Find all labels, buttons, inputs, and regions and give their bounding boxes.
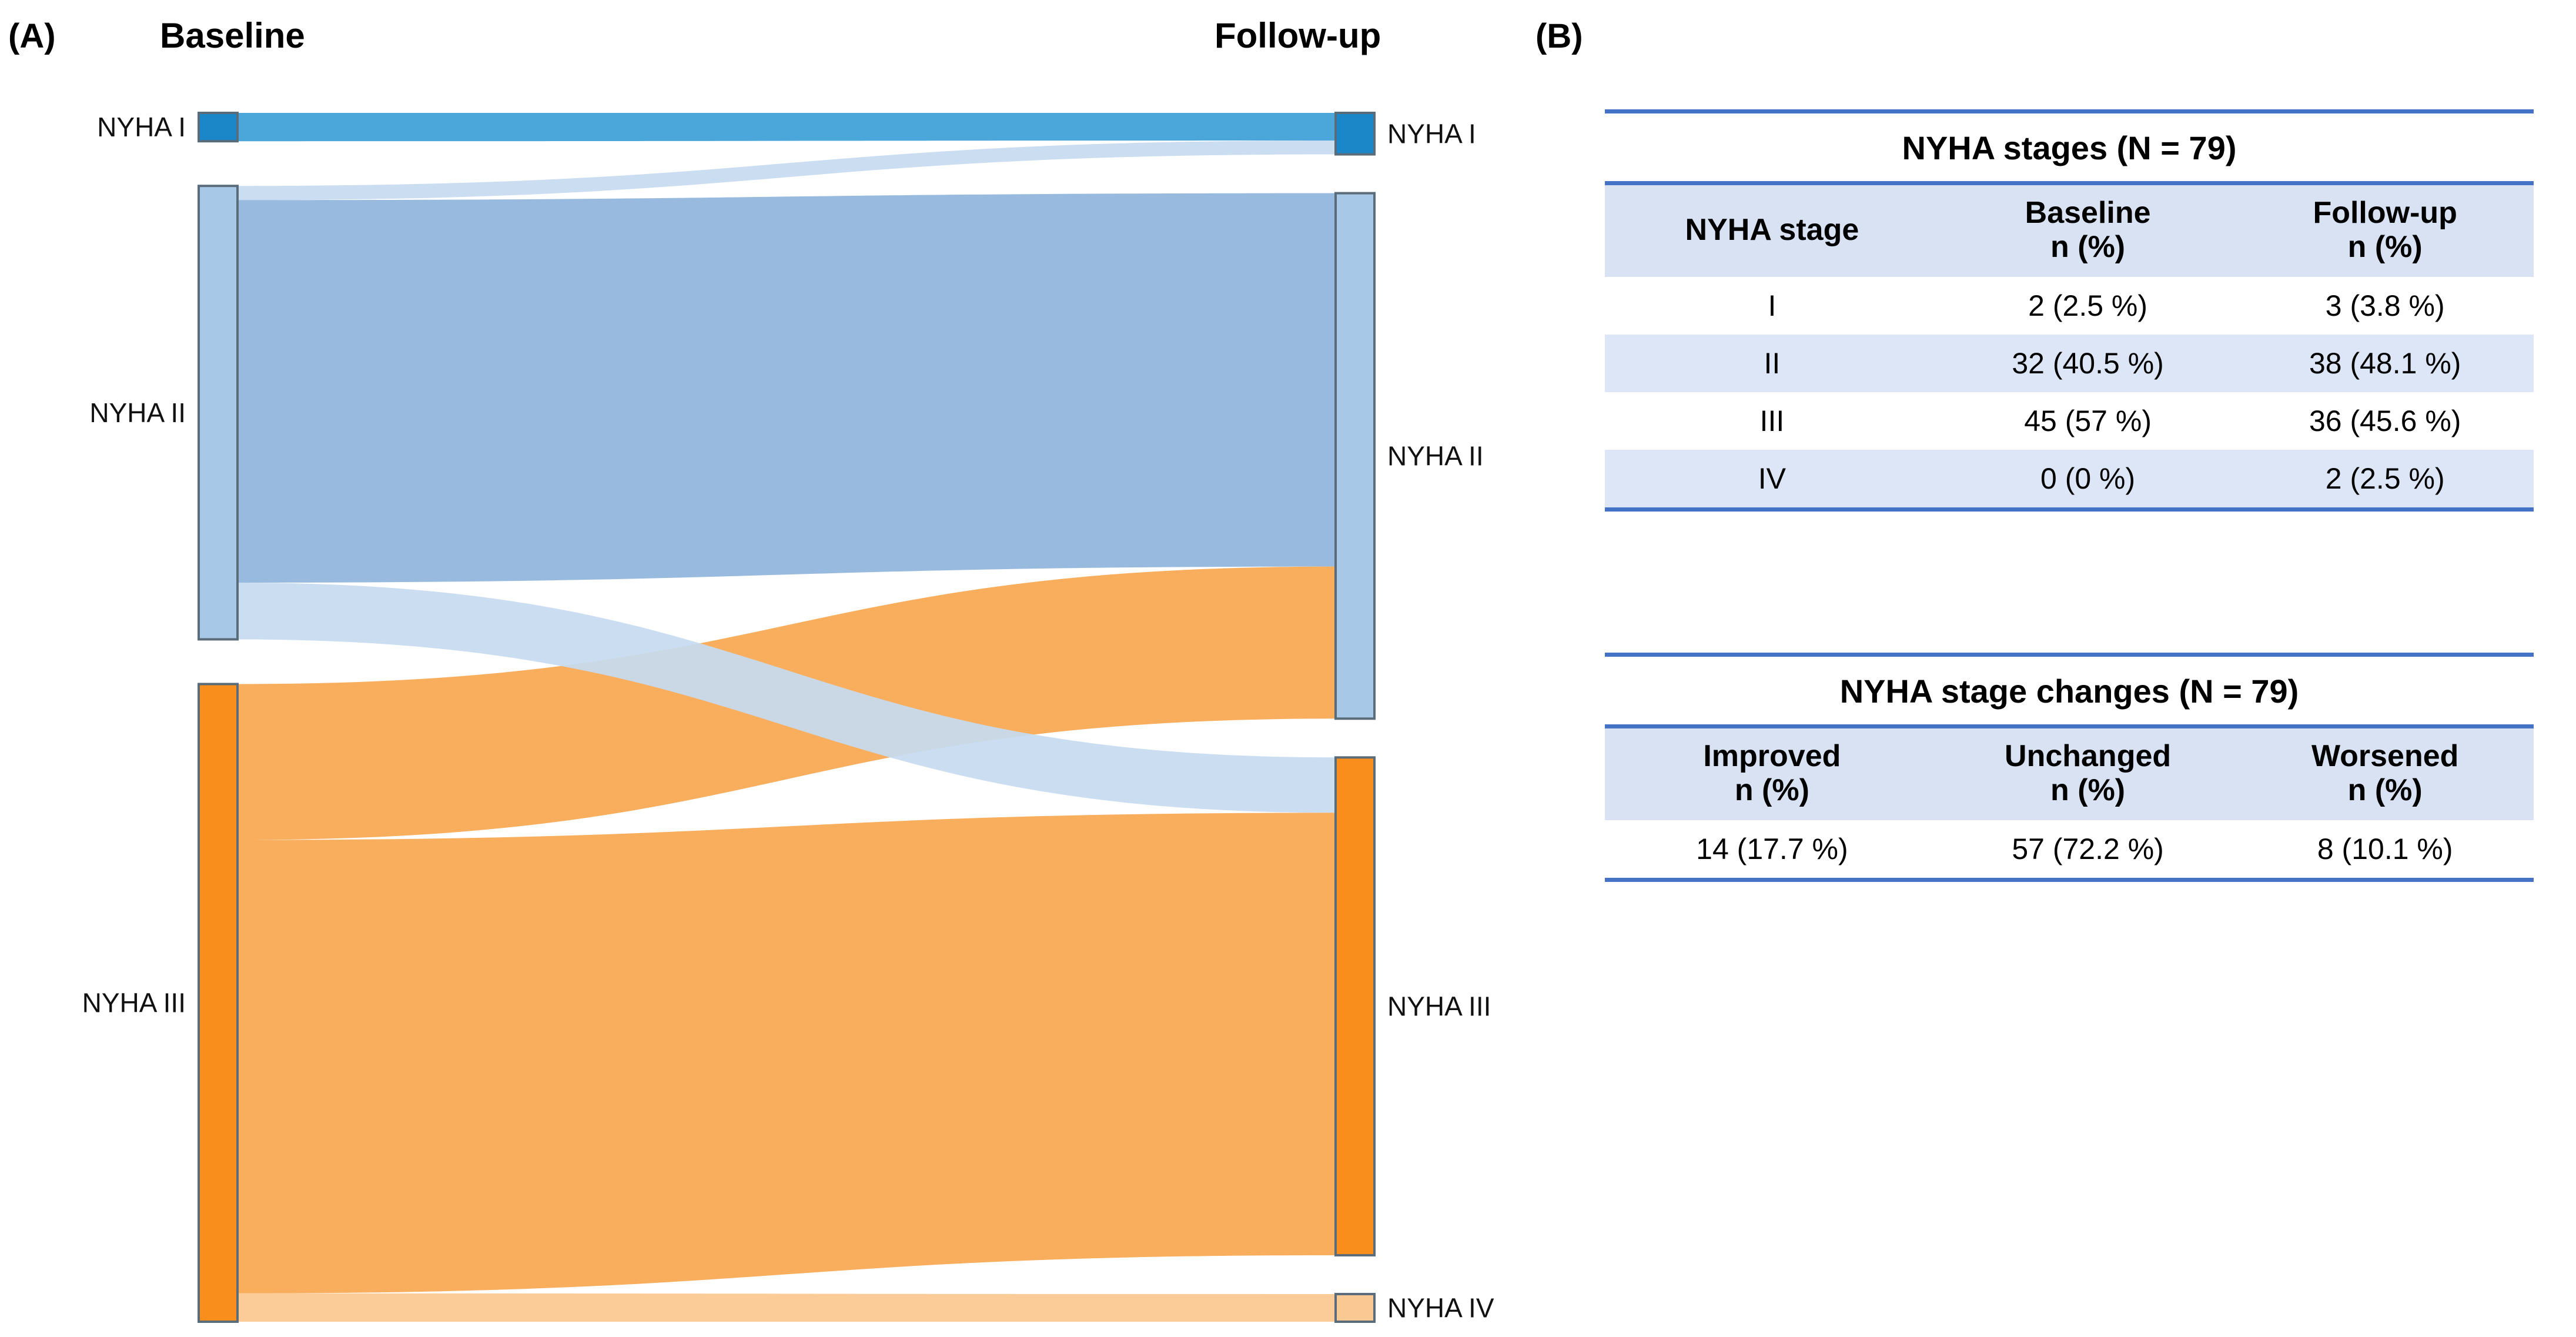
header-line-2: n (%) — [2050, 230, 2126, 265]
sankey-node-label-left-nyha-i: NYHA I — [97, 112, 186, 142]
nyha-stage-changes-table: NYHA stage changes (N = 79) Improved n (… — [1605, 653, 2534, 883]
header-line-2: n (%) — [2347, 230, 2423, 265]
header-line-2: n (%) — [1734, 773, 1809, 808]
panel-b-tag: (B) — [1535, 17, 1583, 55]
sankey-node-label-right-nyha-i: NYHA I — [1387, 118, 1476, 149]
header-line-1: Unchanged — [2005, 739, 2172, 773]
cell-stage: I — [1605, 277, 1939, 335]
header-baseline: Baseline n (%) — [1939, 183, 2237, 278]
cell-baseline: 2 (2.5 %) — [1939, 277, 2237, 335]
table-row: I 2 (2.5 %) 3 (3.8 %) — [1605, 277, 2534, 335]
sankey-link-l3-r4 — [237, 1293, 1336, 1322]
sankey-node-label-right-nyha-ii: NYHA II — [1387, 440, 1484, 471]
nyha-changes-caption: NYHA stage changes (N = 79) — [1605, 653, 2534, 728]
table-header-row: Improved n (%) Unchanged n (%) Worsened … — [1605, 726, 2534, 821]
sankey-node-left-nyha-i — [198, 112, 239, 143]
header-nyha-stage: NYHA stage — [1605, 183, 1939, 278]
sankey-link-l2-r3 — [237, 583, 1336, 813]
sankey-node-label-left-nyha-ii: NYHA II — [89, 397, 186, 428]
nyha-stages-table: NYHA stages (N = 79) NYHA stage Baseline… — [1605, 109, 2534, 512]
sankey-node-label-right-nyha-iv: NYHA IV — [1387, 1292, 1494, 1323]
sankey-link-l1-r1 — [237, 113, 1336, 142]
sankey-node-label-right-nyha-iii: NYHA III — [1387, 991, 1491, 1022]
sankey-node-right-nyha-ii — [1334, 192, 1376, 720]
sankey-node-right-nyha-i — [1334, 112, 1376, 156]
sankey-node-label-left-nyha-iii: NYHA III — [82, 988, 186, 1018]
cell-unchanged: 57 (72.2 %) — [1939, 820, 2237, 883]
header-line-1: NYHA stage — [1685, 213, 1859, 248]
table-header-row: NYHA stage Baseline n (%) Follow-up n (%… — [1605, 183, 2534, 278]
header-line-2: n (%) — [2050, 773, 2126, 808]
cell-worsened: 8 (10.1 %) — [2236, 820, 2534, 883]
sankey-links — [237, 113, 1336, 1322]
followup-column-title: Follow-up — [1215, 16, 1381, 55]
header-line-1: Follow-up — [2313, 196, 2457, 230]
header-line-1: Baseline — [2025, 196, 2151, 230]
table-caption-row: NYHA stages (N = 79) — [1605, 109, 2534, 185]
header-unchanged: Unchanged n (%) — [1939, 726, 2237, 821]
table-row: IV 0 (0 %) 2 (2.5 %) — [1605, 450, 2534, 512]
table-caption-row: NYHA stage changes (N = 79) — [1605, 653, 2534, 728]
cell-followup: 3 (3.8 %) — [2236, 277, 2534, 335]
cell-followup: 36 (45.6 %) — [2236, 392, 2534, 450]
header-line-2: n (%) — [2347, 773, 2423, 808]
cell-stage: III — [1605, 392, 1939, 450]
cell-baseline: 45 (57 %) — [1939, 392, 2237, 450]
baseline-column-title: Baseline — [160, 16, 305, 55]
nyha-stages-caption: NYHA stages (N = 79) — [1605, 109, 2534, 185]
cell-followup: 2 (2.5 %) — [2236, 450, 2534, 512]
table-row: III 45 (57 %) 36 (45.6 %) — [1605, 392, 2534, 450]
table-row: II 32 (40.5 %) 38 (48.1 %) — [1605, 335, 2534, 393]
sankey-link-l2-r1 — [237, 141, 1336, 200]
sankey-node-left-nyha-ii — [198, 185, 239, 641]
sankey-nodes — [198, 112, 1376, 1323]
sankey-diagram: NYHA I NYHA II NYHA III NYHA I NYHA II NYHA I… — [82, 112, 1494, 1323]
cell-baseline: 32 (40.5 %) — [1939, 335, 2237, 393]
cell-improved: 14 (17.7 %) — [1605, 820, 1939, 883]
cell-stage: IV — [1605, 450, 1939, 512]
sankey-link-l3-r3 — [237, 813, 1336, 1293]
panel-a-tag: (A) — [8, 17, 56, 55]
header-worsened: Worsened n (%) — [2236, 726, 2534, 821]
cell-followup: 38 (48.1 %) — [2236, 335, 2534, 393]
table-row: 14 (17.7 %) 57 (72.2 %) 8 (10.1 %) — [1605, 820, 2534, 883]
sankey-link-l2-r2 — [237, 193, 1336, 583]
sankey-node-labels: NYHA I NYHA II NYHA III NYHA I NYHA II NYHA I… — [82, 112, 1494, 1323]
header-line-1: Improved — [1703, 739, 1841, 773]
header-line-1: Worsened — [2311, 739, 2459, 773]
header-followup: Follow-up n (%) — [2236, 183, 2534, 278]
cell-stage: II — [1605, 335, 1939, 393]
cell-baseline: 0 (0 %) — [1939, 450, 2237, 512]
sankey-node-right-nyha-iv — [1334, 1292, 1376, 1323]
header-improved: Improved n (%) — [1605, 726, 1939, 821]
sankey-node-left-nyha-iii — [198, 683, 239, 1323]
sankey-node-right-nyha-iii — [1334, 756, 1376, 1256]
